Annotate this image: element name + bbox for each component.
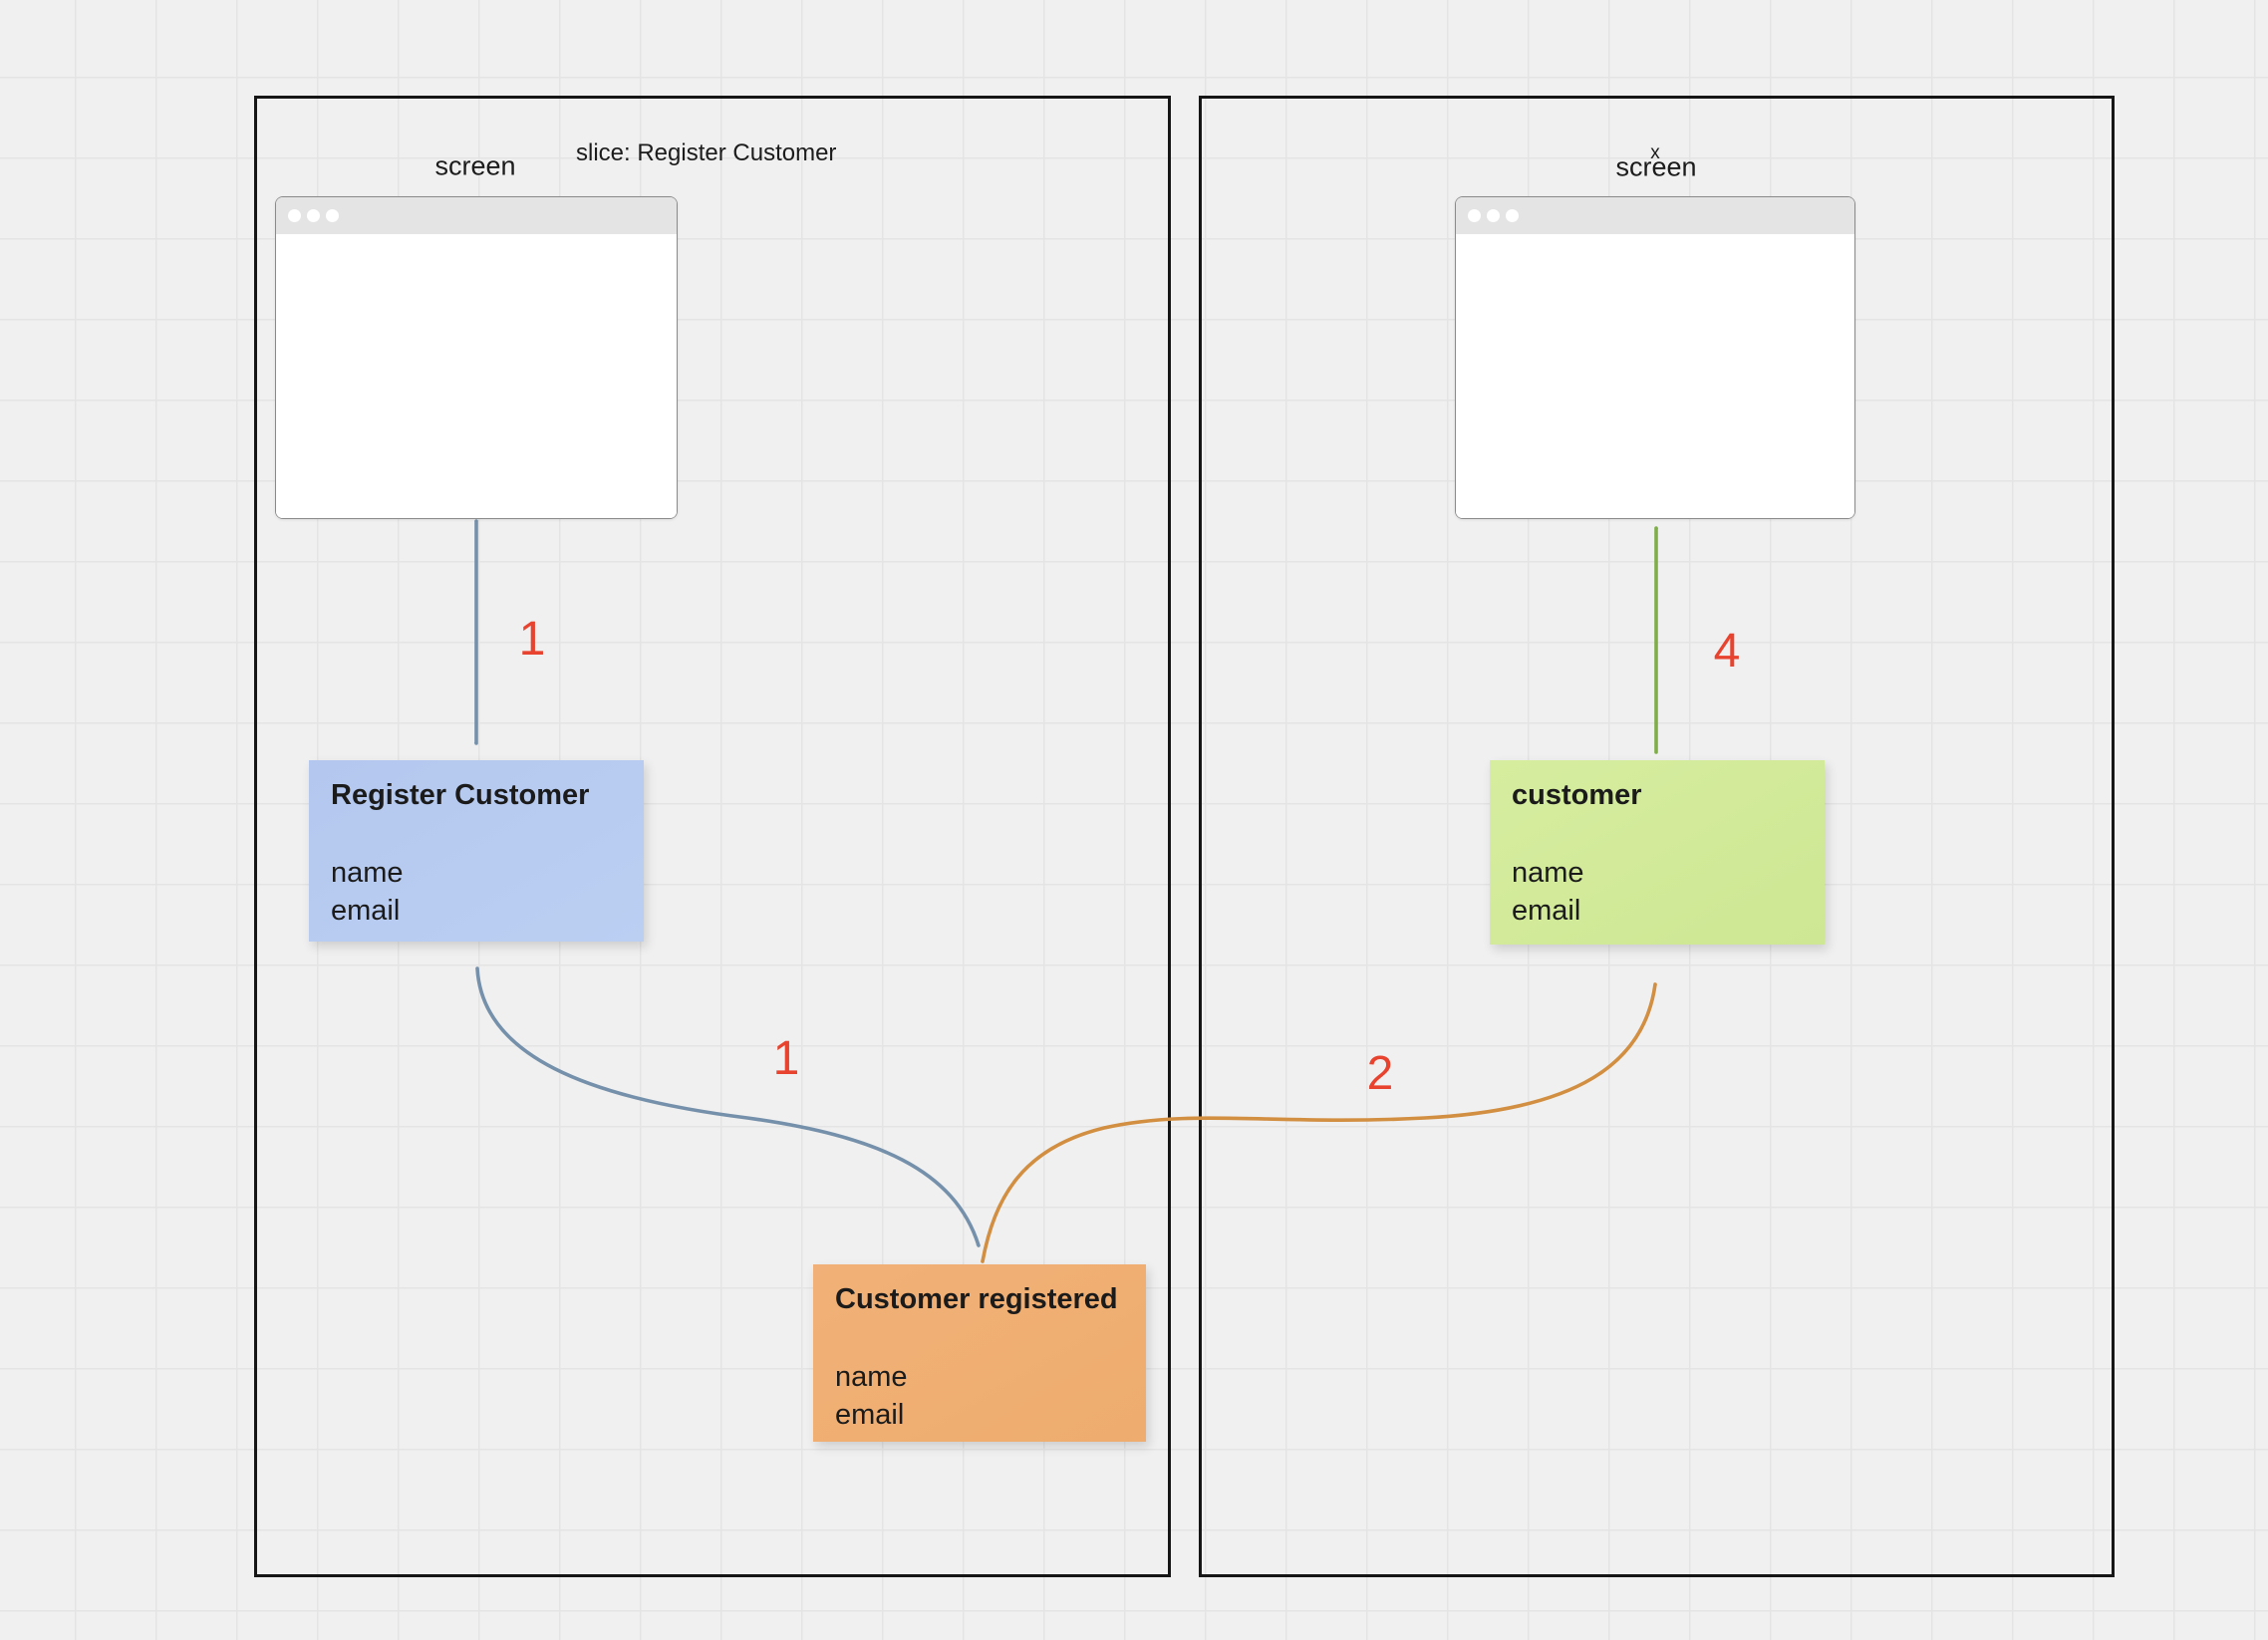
step-number-1[interactable]: 1 [772, 1032, 800, 1085]
step-number-2[interactable]: 2 [1366, 1047, 1394, 1100]
screen-label-right[interactable]: screen [1615, 151, 1697, 182]
browser-window-right[interactable] [1455, 196, 1855, 519]
note-title: Register Customer [331, 779, 590, 811]
note-title: customer [1512, 779, 1642, 811]
window-content [276, 234, 677, 518]
window-titlebar [1456, 197, 1854, 235]
connector-event-to-view-arrow[interactable] [981, 982, 1655, 1263]
step-number-4[interactable]: 4 [1713, 625, 1741, 678]
window-dot-icon [1487, 209, 1500, 222]
note-field: name [331, 857, 404, 889]
window-dot-icon [1468, 209, 1481, 222]
window-dot-icon [326, 209, 339, 222]
sticky-note-view[interactable]: customer name email [1490, 760, 1825, 945]
note-field: email [835, 1399, 905, 1431]
screen-label-left[interactable]: screen [434, 150, 516, 181]
browser-window-left[interactable] [275, 196, 678, 519]
connector-command-to-event-arrow[interactable] [475, 966, 979, 1247]
window-titlebar [276, 197, 677, 235]
sticky-note-event[interactable]: Customer registered name email [813, 1264, 1146, 1442]
slice-frame-left[interactable] [254, 96, 1171, 1577]
step-number-1[interactable]: 1 [518, 613, 546, 666]
window-dot-icon [288, 209, 301, 222]
note-field: email [1512, 895, 1581, 927]
window-content [1456, 234, 1854, 518]
note-title: Customer registered [835, 1283, 1118, 1315]
sticky-note-command[interactable]: Register Customer name email [309, 760, 644, 942]
window-dot-icon [1506, 209, 1519, 222]
window-dot-icon [307, 209, 320, 222]
note-field: name [835, 1361, 908, 1393]
cursor-x-mark: x [1650, 142, 1660, 163]
slice-title-label[interactable]: slice: Register Customer [576, 139, 837, 166]
slice-frame-right[interactable] [1199, 96, 2115, 1577]
note-field: name [1512, 857, 1584, 889]
note-field: email [331, 895, 401, 927]
